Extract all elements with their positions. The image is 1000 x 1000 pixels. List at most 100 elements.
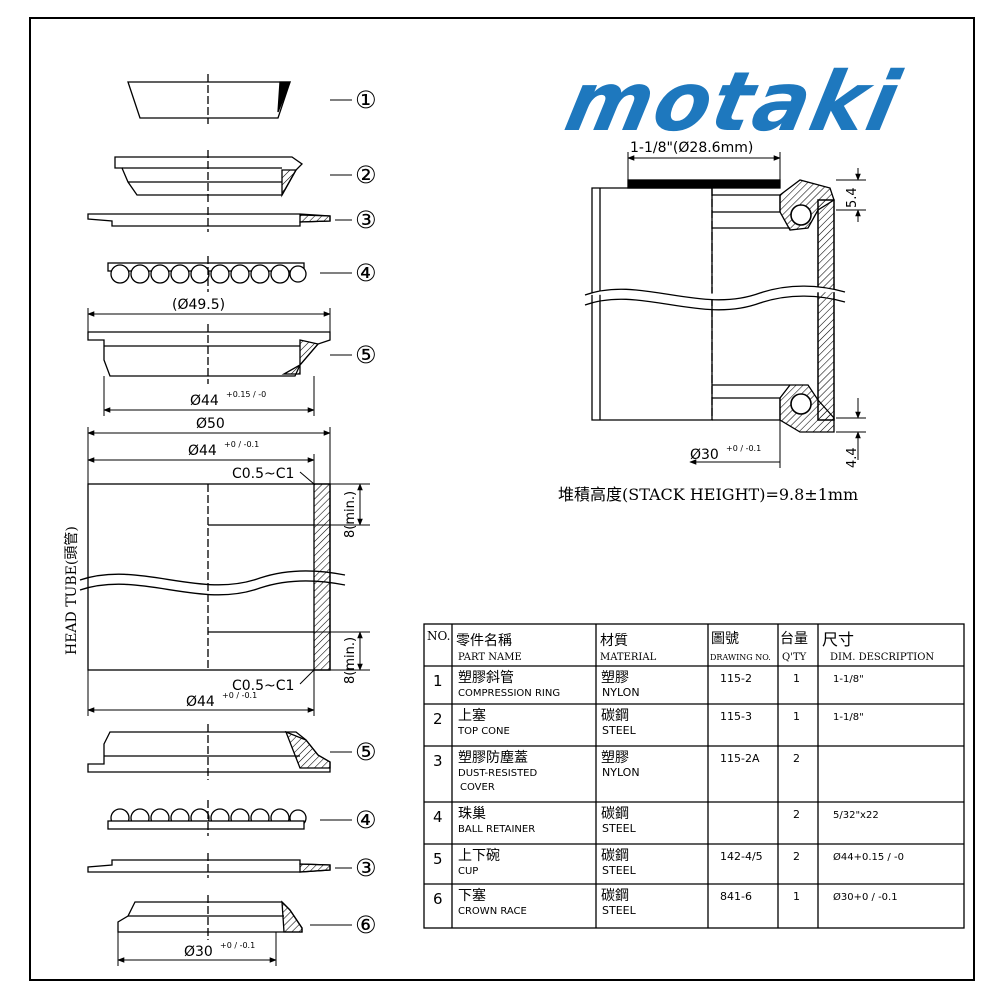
chamfer-top: C0.5~C1 — [232, 466, 294, 482]
row-no: 3 — [433, 752, 443, 770]
row-qty: 2 — [793, 850, 800, 863]
row-dim: 1-1/8" — [833, 674, 864, 685]
th-part-en: PART NAME — [458, 652, 522, 663]
row-part-zh: 珠巢 — [458, 806, 486, 822]
dim-d30-crown: Ø30 — [184, 944, 213, 960]
row-mat-zh: 碳鋼 — [601, 806, 629, 822]
callout-6: ⑥ — [355, 911, 377, 939]
row-part-en: TOP CONE — [457, 726, 510, 737]
row-part-en: CUP — [458, 866, 478, 877]
part-6-crown-race-drawing — [117, 895, 303, 940]
callout-numbers: ① ② ③ ④ ⑤ ⑤ ④ ③ ⑥ — [355, 86, 377, 939]
th-draw-en: DRAWING NO. — [710, 653, 771, 662]
chamfer-bottom: C0.5~C1 — [232, 678, 294, 694]
row-mat-en: NYLON — [602, 686, 640, 699]
row-part-en: DUST-RESISTED — [458, 768, 538, 779]
row-part-zh: 上下碗 — [458, 848, 500, 864]
part-3-dust-cover-bottom-drawing — [87, 853, 331, 878]
part-5-cup-top-drawing — [87, 324, 331, 384]
th-mat-en: MATERIAL — [600, 652, 657, 663]
dim-top-height: 5.4 — [845, 187, 860, 208]
min-bottom: 8(min.) — [343, 637, 358, 684]
row-mat-zh: 碳鋼 — [601, 708, 629, 724]
parts-table — [423, 623, 965, 929]
min-top: 8(min.) — [343, 491, 358, 538]
dim-d50: Ø50 — [196, 416, 225, 432]
th-dim-zh: 尺寸 — [822, 630, 854, 649]
callout-5-top: ⑤ — [355, 341, 377, 369]
row-qty: 2 — [793, 808, 800, 821]
row-qty: 1 — [793, 672, 800, 685]
row-qty: 1 — [793, 710, 800, 723]
row-mat-en: NYLON — [602, 766, 640, 779]
assembly-section-view — [584, 152, 866, 468]
callout-3-bottom: ③ — [355, 854, 377, 882]
row-drawing: 142-4/5 — [720, 850, 763, 863]
row-mat-en: STEEL — [602, 822, 637, 835]
dim-d44-tube-bottom-tol: +0 / -0.1 — [222, 691, 257, 700]
part-5-cup-bottom-drawing — [87, 724, 331, 780]
row-mat-zh: 塑膠 — [601, 750, 629, 766]
callout-2: ② — [355, 161, 377, 189]
dim-bottom-height: 4.4 — [845, 447, 860, 468]
row-no: 1 — [433, 672, 443, 690]
row-part-zh: 上塞 — [458, 707, 486, 724]
part-2-top-cone-drawing — [114, 150, 304, 202]
callout-leaders — [310, 99, 352, 926]
row-dim: Ø30+0 / -0.1 — [833, 891, 898, 903]
drawing-frame — [29, 17, 975, 981]
callout-5-bottom: ⑤ — [355, 738, 377, 766]
row-mat-zh: 碳鋼 — [601, 888, 629, 904]
row-mat-zh: 碳鋼 — [601, 848, 629, 864]
row-part-zh: 塑膠防塵蓋 — [458, 749, 528, 766]
row-part-en: CROWN RACE — [458, 906, 527, 917]
callout-4-bottom: ④ — [355, 806, 377, 834]
dim-d44-cup: Ø44 — [190, 393, 219, 409]
row-drawing: 115-2A — [720, 752, 760, 765]
dim-d30-crown-tol: +0 / -0.1 — [220, 941, 255, 950]
brand-logo: motaki — [558, 54, 909, 150]
row-dim: Ø44+0.15 / -0 — [833, 851, 904, 863]
assembly-dimension-texts: 1-1/8"(Ø28.6mm) 5.4 4.4 Ø30 +0 / -0.1 堆積… — [558, 140, 860, 504]
dimension-lines — [87, 308, 370, 966]
row-part-en: COMPRESSION RING — [458, 688, 560, 699]
row-no: 2 — [433, 710, 443, 728]
dim-d49-5: (Ø49.5) — [172, 297, 225, 313]
exploded-parts-view — [79, 74, 370, 966]
row-mat-en: STEEL — [602, 864, 637, 877]
row-part-en: BALL RETAINER — [458, 824, 535, 835]
part-3-dust-cover-top-drawing — [87, 207, 331, 232]
head-tube-label: HEAD TUBE(頭管) — [64, 526, 80, 655]
dim-steerer: 1-1/8"(Ø28.6mm) — [630, 140, 753, 156]
row-drawing: 841-6 — [720, 890, 752, 903]
row-mat-en: STEEL — [602, 904, 637, 917]
row-part-en2: COVER — [460, 782, 495, 793]
part-1-compression-ring-drawing — [127, 74, 291, 124]
row-mat-en: STEEL — [602, 724, 637, 737]
th-qty-en: Q'TY — [782, 652, 807, 663]
callout-3-top: ③ — [355, 206, 377, 234]
row-no: 4 — [433, 808, 443, 826]
row-dim: 5/32"x22 — [833, 810, 879, 821]
left-dimension-texts: (Ø49.5) Ø44 +0.15 / -0 Ø50 Ø44 +0 / -0.1… — [64, 297, 358, 960]
th-dim-en: DIM. DESCRIPTION — [830, 652, 934, 663]
callout-4-top: ④ — [355, 259, 377, 287]
th-qty-zh: 台量 — [780, 631, 808, 647]
stack-height: 堆積高度(STACK HEIGHT)=9.8±1mm — [558, 485, 858, 504]
parts-table-header: NO. 零件名稱 PART NAME 材質 MATERIAL 圖號 DRAWIN… — [427, 629, 934, 663]
th-draw-zh: 圖號 — [711, 631, 739, 647]
part-4-ball-retainer-bottom-drawing — [107, 800, 307, 836]
dim-d30-assembly: Ø30 — [690, 447, 719, 463]
row-part-zh: 下塞 — [458, 887, 486, 904]
dim-d30-assembly-tol: +0 / -0.1 — [726, 444, 761, 453]
part-4-ball-retainer-top-drawing — [107, 256, 307, 292]
row-drawing: 115-3 — [720, 710, 752, 723]
th-part-zh: 零件名稱 — [456, 633, 512, 649]
row-no: 5 — [433, 850, 443, 868]
th-no: NO. — [427, 629, 450, 643]
callout-1: ① — [355, 86, 377, 114]
dim-d44-tube-bottom: Ø44 — [186, 694, 215, 710]
row-drawing: 115-2 — [720, 672, 752, 685]
